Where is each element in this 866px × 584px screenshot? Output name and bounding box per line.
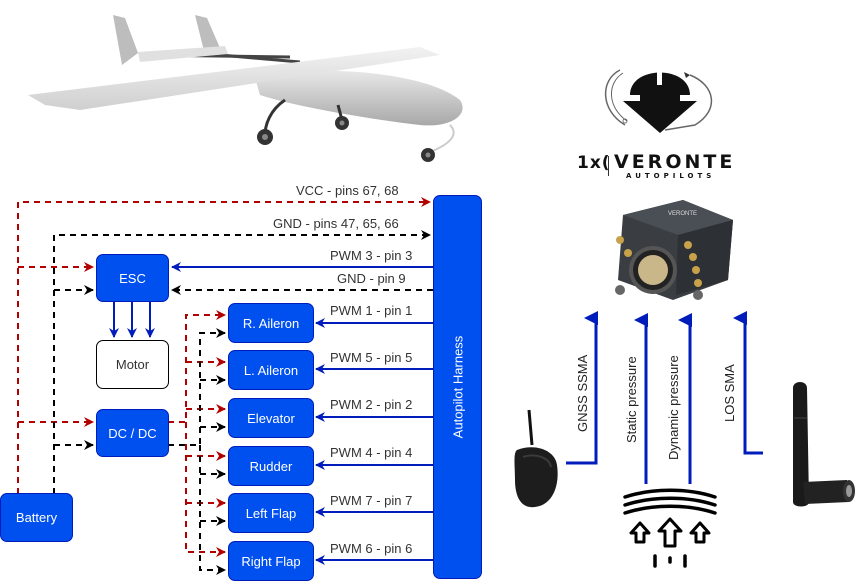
- veronte-brand-name: VERONTE: [614, 151, 736, 173]
- autopilot-harness-box[interactable]: Autopilot Harness: [433, 195, 482, 579]
- esc-label: ESC: [119, 270, 146, 286]
- los-line: [733, 311, 763, 455]
- rudder-box[interactable]: Rudder: [228, 446, 314, 486]
- gnss-ssma-label: GNSS SSMA: [575, 354, 590, 432]
- left-flap-label: Left Flap: [245, 505, 297, 521]
- servo-ground-bus: [168, 328, 226, 446]
- pwm3-label: PWM 3 - pin 3: [330, 248, 413, 263]
- gnss-line: [566, 311, 598, 465]
- motor-label: Motor: [115, 357, 150, 372]
- pwm4-label: PWM 4 - pin 4: [330, 445, 413, 460]
- motor-box[interactable]: Motor: [96, 340, 169, 389]
- pwm2-label: PWM 2 - pin 2: [330, 397, 413, 412]
- pwm7-label: PWM 7 - pin 7: [330, 493, 413, 508]
- l-aileron-label: L. Aileron: [243, 362, 299, 378]
- veronte-logo-divider: [608, 156, 609, 176]
- l-aileron-box[interactable]: L. Aileron: [228, 350, 314, 390]
- veronte-brand-subtitle: AUTOPILOTS: [626, 172, 716, 180]
- servo-power-bus: [168, 310, 226, 423]
- los-sma-label: LOS SMA: [722, 364, 737, 422]
- veronte-logo-image: [604, 67, 712, 133]
- autopilot-harness-label: Autopilot Harness: [450, 335, 465, 439]
- rudder-label: Rudder: [249, 458, 293, 474]
- elevator-box[interactable]: Elevator: [228, 398, 314, 438]
- dcdc-box[interactable]: DC / DC: [96, 409, 169, 457]
- r-aileron-box[interactable]: R. Aileron: [228, 303, 314, 343]
- los-antenna-image: [793, 382, 855, 507]
- dynamic-pressure-label: Dynamic pressure: [666, 355, 681, 460]
- r-aileron-label: R. Aileron: [242, 315, 300, 331]
- gnd-main-label: GND - pins 47, 65, 66: [273, 216, 399, 231]
- esc-box[interactable]: ESC: [96, 254, 169, 302]
- vcc-label: VCC - pins 67, 68: [296, 183, 399, 198]
- uav-airplane-image: [28, 15, 463, 162]
- right-flap-box[interactable]: Right Flap: [228, 541, 314, 581]
- dcdc-label: DC / DC: [108, 425, 157, 441]
- airflow-icon: [623, 488, 717, 568]
- right-flap-label: Right Flap: [241, 553, 301, 569]
- static-pressure-label: Static pressure: [624, 356, 639, 443]
- veronte-autopilot-unit-image: VERONTE: [615, 200, 733, 300]
- veronte-logo-mark: 1x(: [577, 153, 611, 173]
- gnss-antenna-image: [514, 409, 558, 508]
- vcc-wire: [17, 197, 431, 494]
- gnd9-label: GND - pin 9: [337, 271, 406, 286]
- gnd-main-wire: [53, 230, 431, 494]
- pwm5-label: PWM 5 - pin 5: [330, 350, 413, 365]
- battery-label: Battery: [15, 510, 58, 525]
- battery-box[interactable]: Battery: [0, 493, 73, 542]
- left-flap-box[interactable]: Left Flap: [228, 493, 314, 533]
- pwm1-label: PWM 1 - pin 1: [330, 303, 413, 318]
- svg-text:VERONTE: VERONTE: [668, 211, 697, 217]
- pwm6-label: PWM 6 - pin 6: [330, 541, 413, 556]
- elevator-label: Elevator: [247, 410, 295, 426]
